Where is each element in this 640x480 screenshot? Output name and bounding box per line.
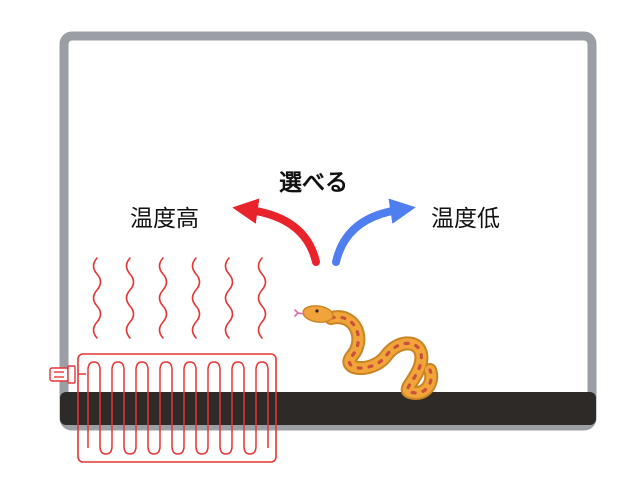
terrarium-frame — [59, 31, 597, 431]
cool-side-label: 温度低 — [431, 206, 500, 232]
substrate-floor — [60, 392, 596, 425]
heater-panel — [77, 353, 277, 463]
diagram-title: 選べる — [279, 170, 348, 196]
cool-side-arrow — [332, 198, 416, 266]
snake-icon — [294, 305, 439, 400]
heater-coil — [87, 361, 269, 455]
warm-side-label: 温度高 — [130, 206, 199, 232]
heat-wave-icon — [92, 257, 267, 339]
heater-plug-icon — [49, 365, 76, 384]
warm-side-arrow — [232, 198, 320, 266]
